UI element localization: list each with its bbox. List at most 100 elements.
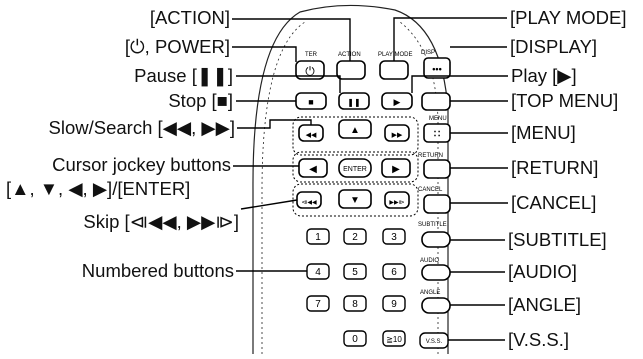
skip-previous-button[interactable]: ⧏◀◀	[296, 191, 322, 209]
number-pad: 1 2 3 4 5 6 7 8 9 0 ≧10	[306, 228, 406, 347]
angle-button[interactable]	[421, 297, 451, 314]
pause-icon: ❚❚	[347, 98, 360, 107]
play-button[interactable]: ▶	[381, 92, 413, 110]
number-button-4[interactable]: 4	[306, 263, 330, 280]
number-8-label: 8	[352, 299, 358, 310]
number-0-label: 0	[352, 334, 358, 345]
audio-button[interactable]	[421, 264, 451, 281]
fast-forward-icon: ▶▶	[392, 132, 403, 139]
number-5-label: 5	[352, 267, 358, 278]
menu-icon: ∷	[434, 129, 440, 140]
power-icon: ⏻	[305, 64, 315, 78]
display-callout: [DISPLAY]	[510, 36, 598, 57]
pause-button[interactable]: ❚❚	[338, 92, 370, 110]
angle-small-label: ANGLE	[420, 290, 440, 296]
cursor-down-button[interactable]: ▼	[338, 189, 372, 209]
numbered-callout: Numbered buttons	[81, 260, 234, 281]
down-icon: ▼	[350, 195, 360, 206]
cursor-callout-line2: [▲, ▼, ◀, ▶]/[ENTER]	[6, 178, 191, 199]
number-button-0[interactable]: 0	[343, 330, 367, 347]
vss-button-label: V.S.S.	[426, 339, 443, 345]
menu-small-label: MENU	[429, 116, 447, 122]
menu-button[interactable]: ∷	[423, 123, 451, 143]
stop-button[interactable]: ■	[295, 92, 327, 110]
remote-body	[252, 4, 449, 354]
number-10-label: ≧10	[386, 335, 402, 344]
top-menu-callout: [TOP MENU]	[511, 90, 619, 111]
left-icon: ◀	[309, 164, 317, 175]
power-callout: [⏻, POWER]	[124, 36, 230, 57]
return-button[interactable]	[423, 159, 451, 179]
play-mode-callout: [PLAY MODE]	[510, 7, 627, 28]
cursor-area-top	[292, 116, 419, 156]
right-icon: ▶	[392, 164, 400, 175]
rewind-icon: ◀◀	[306, 132, 317, 139]
return-callout: [RETURN]	[511, 157, 599, 178]
menu-callout: [MENU]	[511, 122, 576, 143]
number-button-5[interactable]: 5	[343, 263, 367, 280]
number-button-2[interactable]: 2	[343, 228, 367, 245]
power-small-label: TER	[305, 52, 318, 58]
cursor-area-bottom	[292, 183, 419, 217]
cancel-button[interactable]	[423, 194, 451, 214]
number-2-label: 2	[352, 232, 358, 243]
leader-lines-right	[393, 17, 508, 341]
display-small-label: DISP	[421, 50, 435, 56]
stop-callout: Stop [■]	[168, 90, 233, 111]
number-button-9[interactable]: 9	[382, 295, 406, 312]
angle-callout: [ANGLE]	[508, 294, 581, 315]
enter-button[interactable]: ENTER	[338, 158, 372, 178]
power-button[interactable]: ⏻	[295, 60, 325, 80]
cancel-callout: [CANCEL]	[511, 192, 597, 213]
leader-lines-left	[232, 18, 351, 272]
cursor-right-button[interactable]: ▶	[381, 158, 411, 178]
audio-callout: [AUDIO]	[508, 261, 577, 282]
cursor-left-button[interactable]: ◀	[298, 158, 328, 178]
play-mode-small-label: PLAY MODE	[378, 52, 412, 58]
skip-next-icon: ▶▶⧐	[389, 200, 404, 206]
up-icon: ▲	[350, 125, 360, 136]
play-icon: ▶	[394, 97, 401, 107]
number-button-7[interactable]: 7	[306, 295, 330, 312]
number-button-3[interactable]: 3	[382, 228, 406, 245]
number-1-label: 1	[315, 232, 321, 243]
skip-callout: Skip [⧏◀◀, ▶▶⧐]	[83, 211, 239, 232]
subtitle-button[interactable]	[421, 231, 451, 248]
play-mode-button[interactable]	[379, 60, 409, 80]
number-7-label: 7	[315, 299, 321, 310]
top-menu-button[interactable]	[421, 92, 451, 111]
number-button-10[interactable]: ≧10	[382, 330, 406, 347]
cursor-callout-line1: Cursor jockey buttons	[52, 154, 231, 175]
slow-search-callout: Slow/Search [◀◀, ▶▶]	[48, 117, 235, 138]
action-callout: [ACTION]	[149, 7, 230, 28]
audio-small-label: AUDIO	[420, 258, 439, 264]
number-button-6[interactable]: 6	[382, 263, 406, 280]
action-button[interactable]	[336, 60, 366, 80]
number-9-label: 9	[391, 299, 397, 310]
enter-label: ENTER	[343, 166, 367, 173]
skip-previous-icon: ⧏◀◀	[301, 200, 317, 206]
subtitle-callout: [SUBTITLE]	[508, 229, 607, 250]
skip-next-button[interactable]: ▶▶⧐	[384, 191, 410, 209]
number-6-label: 6	[391, 267, 397, 278]
number-button-8[interactable]: 8	[343, 295, 367, 312]
subtitle-small-label: SUBTITLE	[418, 222, 447, 228]
number-4-label: 4	[315, 267, 321, 278]
rewind-button[interactable]: ◀◀	[298, 124, 324, 142]
cursor-up-button[interactable]: ▲	[338, 119, 372, 139]
number-3-label: 3	[391, 232, 397, 243]
play-callout: Play [▶]	[511, 65, 577, 86]
cursor-area-mid	[292, 151, 419, 183]
vss-button[interactable]: V.S.S.	[419, 332, 449, 349]
display-icon: •••	[432, 64, 441, 74]
pause-callout: Pause [❚❚]	[134, 65, 233, 86]
stop-icon: ■	[308, 97, 313, 107]
number-button-1[interactable]: 1	[306, 228, 330, 245]
cancel-small-label: CANCEL	[418, 187, 443, 193]
fast-forward-button[interactable]: ▶▶	[384, 124, 410, 142]
vss-callout: [V.S.S.]	[508, 329, 570, 350]
return-small-label: RETURN	[418, 153, 443, 159]
display-button[interactable]: •••	[423, 57, 451, 79]
